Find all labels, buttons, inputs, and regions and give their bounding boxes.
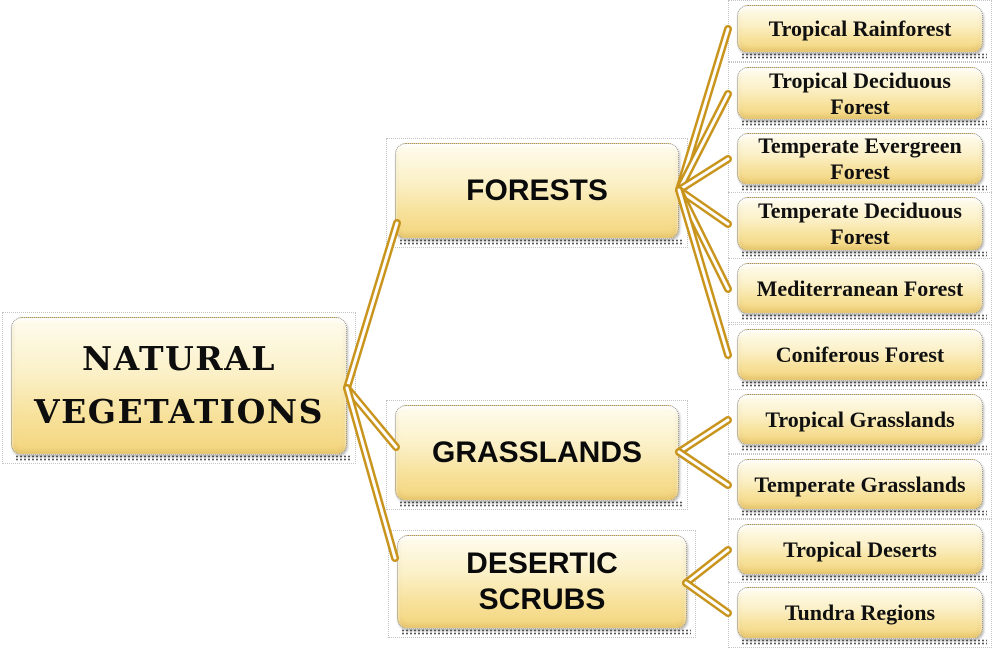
leaf-label: Temperate Deciduous Forest (758, 198, 962, 249)
leaf-tropical-deserts: Tropical Deserts (728, 519, 992, 584)
leaf-label: Temperate Evergreen Forest (758, 133, 962, 184)
node-desertic-scrubs: DESERTIC SCRUBS (388, 530, 696, 638)
node-forests-box: FORESTS (395, 143, 683, 245)
leaf-label: Mediterranean Forest (756, 275, 964, 301)
leaf-tropical-grasslands-box: Tropical Grasslands (737, 394, 987, 451)
forests-label: FORESTS (466, 174, 608, 207)
leaf-tropical-rainforest-box: Tropical Rainforest (737, 5, 987, 59)
leaf-temperate-evergreen-forest-box: Temperate Evergreen Forest (737, 133, 987, 191)
leaf-mediterranean-forest-box: Mediterranean Forest (737, 263, 987, 320)
leaf-coniferous-forest: Coniferous Forest (728, 324, 992, 390)
leaf-tropical-grasslands: Tropical Grasslands (728, 389, 992, 454)
desertic-scrubs-label: DESERTIC SCRUBS (466, 547, 618, 616)
node-natural-vegetations: NATURAL VEGETATIONS (2, 312, 356, 464)
node-natural-vegetations-box: NATURAL VEGETATIONS (11, 317, 351, 461)
leaf-temperate-grasslands-box: Temperate Grasslands (737, 459, 987, 516)
leaf-label: Tropical Deserts (783, 536, 937, 562)
leaf-temperate-evergreen-forest: Temperate Evergreen Forest (728, 128, 992, 194)
node-grasslands: GRASSLANDS (386, 400, 688, 510)
leaf-temperate-deciduous-forest: Temperate Deciduous Forest (728, 192, 992, 260)
node-grasslands-box: GRASSLANDS (395, 405, 683, 507)
leaf-label: Coniferous Forest (775, 342, 945, 368)
node-desertic-scrubs-box: DESERTIC SCRUBS (397, 535, 691, 635)
leaf-label: Temperate Grasslands (754, 471, 966, 497)
leaf-tundra-regions: Tundra Regions (728, 582, 992, 648)
node-forests: FORESTS (386, 138, 688, 248)
leaf-tropical-deserts-box: Tropical Deserts (737, 524, 987, 581)
leaf-tropical-deciduous-forest-box: Tropical Deciduous Forest (737, 67, 987, 126)
leaf-label: Tropical Deciduous Forest (769, 67, 951, 119)
leaf-tropical-rainforest: Tropical Rainforest (728, 0, 992, 62)
root-label: NATURAL VEGETATIONS (34, 339, 324, 431)
leaf-tundra-regions-box: Tundra Regions (737, 587, 987, 645)
leaf-temperate-deciduous-forest-box: Temperate Deciduous Forest (737, 197, 987, 257)
leaf-label: Tundra Regions (784, 600, 936, 626)
leaf-mediterranean-forest: Mediterranean Forest (728, 258, 992, 323)
leaf-label: Tropical Rainforest (768, 16, 952, 42)
leaf-coniferous-forest-box: Coniferous Forest (737, 329, 987, 387)
leaf-temperate-grasslands: Temperate Grasslands (728, 454, 992, 519)
grasslands-label: GRASSLANDS (431, 436, 642, 469)
leaf-tropical-deciduous-forest: Tropical Deciduous Forest (728, 62, 992, 129)
leaf-label: Tropical Grasslands (765, 406, 955, 432)
